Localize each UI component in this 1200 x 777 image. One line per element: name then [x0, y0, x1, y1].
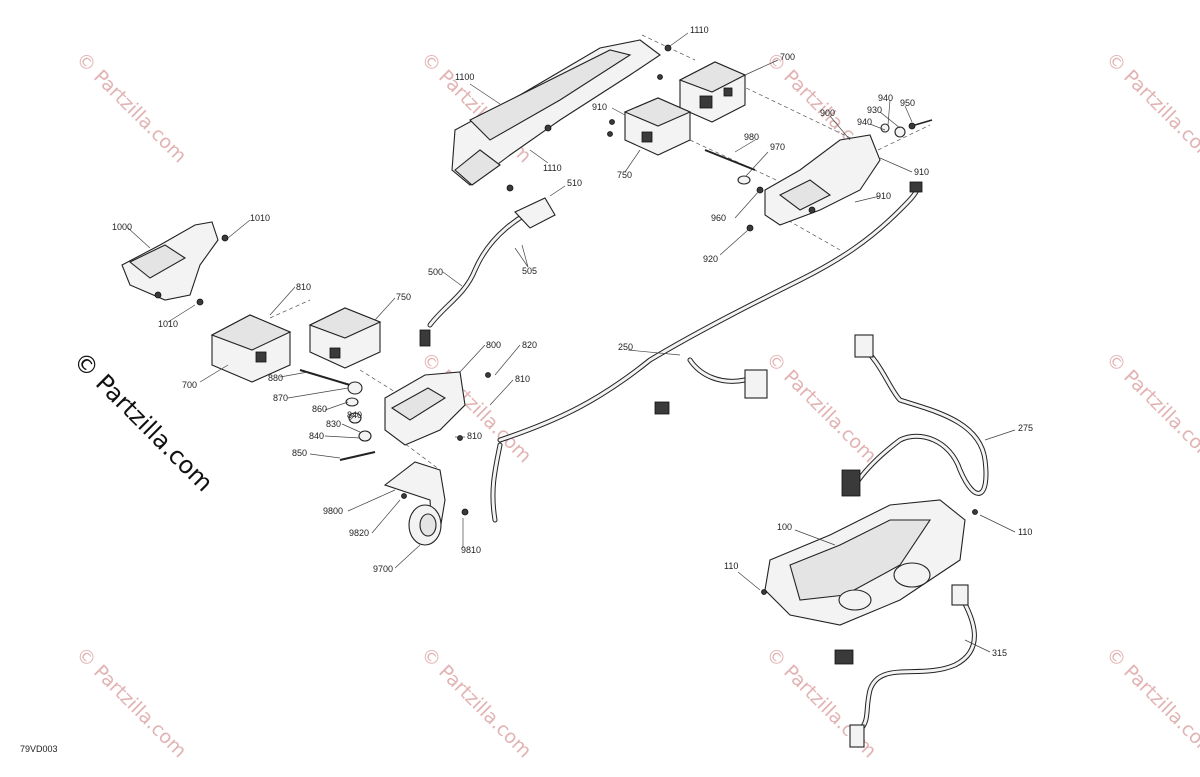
- callout-9800: 9800: [323, 506, 343, 516]
- callout-900: 900: [820, 108, 835, 118]
- callout-980: 980: [744, 132, 759, 142]
- side-watermark: © Partzilla.com: [68, 346, 219, 497]
- callout-9820: 9820: [349, 528, 369, 538]
- callout-940: 940: [857, 117, 872, 127]
- callout-930: 930: [867, 105, 882, 115]
- leader-lines: [127, 32, 1016, 653]
- callout-315: 315: [992, 648, 1007, 658]
- callout-9810: 9810: [461, 545, 481, 555]
- callout-840: 840: [309, 431, 324, 441]
- light-module-700-left: [210, 314, 292, 383]
- watermark-text: © Partzilla.com: [71, 48, 190, 167]
- callout-250: 250: [618, 342, 633, 352]
- adjuster-hardware: [299, 369, 376, 461]
- harness-250: [490, 181, 923, 523]
- fastener-stack-930-950: [880, 119, 933, 138]
- callout-810: 810: [467, 431, 482, 441]
- callout-750: 750: [396, 292, 411, 302]
- callout-910: 910: [914, 167, 929, 177]
- callout-510: 510: [567, 178, 582, 188]
- callout-800: 800: [486, 340, 501, 350]
- callout-840: 840: [347, 410, 362, 420]
- callout-500: 500: [428, 267, 443, 277]
- callout-110: 110: [1018, 527, 1032, 537]
- headlight-assembly-1100: [451, 39, 672, 192]
- callout-940: 940: [878, 93, 893, 103]
- headlight-assembly-1000: [121, 221, 229, 306]
- callout-950: 950: [900, 98, 915, 108]
- electrical-tray-100: [761, 499, 978, 626]
- watermark-text: © Partzilla.com: [1101, 348, 1200, 467]
- callout-970: 970: [770, 142, 785, 152]
- screw-980: [704, 149, 756, 185]
- bracket-800: [384, 371, 491, 446]
- light-module-700-top: [657, 61, 747, 123]
- harness-315: [834, 584, 977, 748]
- callout-110: 110: [724, 561, 738, 571]
- callout-1000: 1000: [112, 222, 132, 232]
- callout-920: 920: [703, 254, 718, 264]
- callout-910: 910: [876, 191, 891, 201]
- callout-810: 810: [515, 374, 530, 384]
- callout-1110: 1110: [690, 25, 709, 35]
- callout-1010: 1010: [250, 213, 270, 223]
- callout-275: 275: [1018, 423, 1033, 433]
- callout-910: 910: [592, 102, 607, 112]
- callout-1110: 1110: [543, 163, 562, 173]
- callout-labels: 1110 1100 1110 700 910 750 980 970 900 940 930 950 9…: [112, 25, 1033, 658]
- watermark-text: © Partzilla.com: [1101, 48, 1200, 167]
- harness-500: [419, 197, 556, 347]
- callout-700: 700: [780, 52, 795, 62]
- callout-750: 750: [617, 170, 632, 180]
- callout-870: 870: [273, 393, 288, 403]
- document-code: 79VD003: [20, 744, 58, 754]
- callout-830: 830: [326, 419, 341, 429]
- watermark-text: © Partzilla.com: [1101, 643, 1200, 762]
- harness-275: [841, 334, 989, 497]
- watermark-text: © Partzilla.com: [71, 643, 190, 762]
- callout-1100: 1100: [455, 72, 474, 82]
- bracket-900: [746, 134, 881, 232]
- watermark-grid: © Partzilla.com © Partzilla.com © Partzill…: [71, 48, 1200, 762]
- callout-1010: 1010: [158, 319, 178, 329]
- callout-960: 960: [711, 213, 726, 223]
- callout-810: 810: [296, 282, 311, 292]
- light-module-750-top: [607, 97, 692, 156]
- callout-880: 880: [268, 373, 283, 383]
- callout-860: 860: [312, 404, 327, 414]
- callout-505: 505: [522, 266, 537, 276]
- watermark-text: © Partzilla.com: [416, 643, 535, 762]
- light-module-750-left: [308, 307, 382, 369]
- callout-700: 700: [182, 380, 197, 390]
- callout-850: 850: [292, 448, 307, 458]
- watermark-text: © Partzilla.com: [761, 348, 880, 467]
- horn-9700: [383, 461, 469, 546]
- callout-9700: 9700: [373, 564, 393, 574]
- callout-100: 100: [777, 522, 792, 532]
- callout-820: 820: [522, 340, 537, 350]
